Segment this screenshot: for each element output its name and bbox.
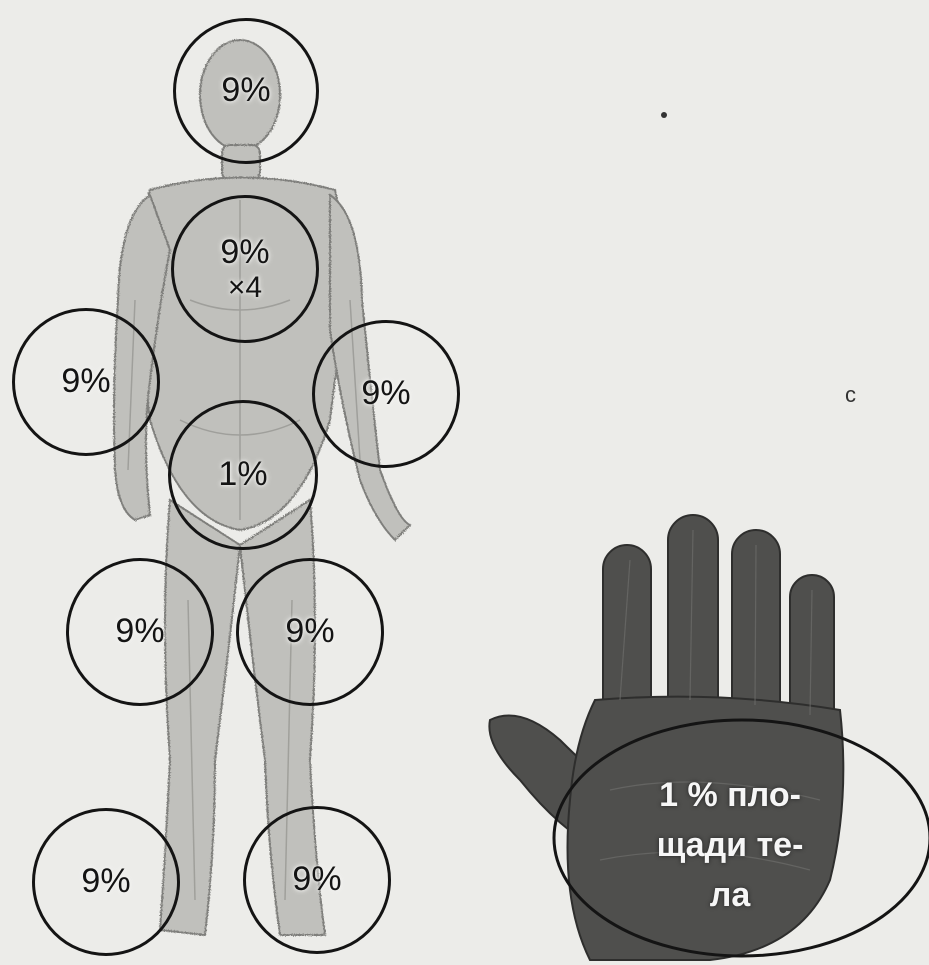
zone-left-thigh: 9% — [236, 558, 384, 706]
zone-head-value: 9% — [221, 72, 270, 109]
zone-left-arm-value: 9% — [361, 375, 410, 412]
palm-label-line-3: ла — [605, 870, 855, 920]
zone-head: 9% — [173, 18, 319, 164]
palm-label-line-1: 1 % пло- — [605, 770, 855, 820]
palm-label-line-2: щади те- — [605, 820, 855, 870]
zone-trunk-value: 9% — [220, 234, 269, 271]
zone-right-thigh-value: 9% — [115, 613, 164, 650]
zone-right-arm: 9% — [12, 308, 160, 456]
zone-right-shin: 9% — [32, 808, 180, 956]
zone-trunk-multiplier: ×4 — [228, 271, 262, 304]
zone-right-shin-value: 9% — [81, 863, 130, 900]
zone-right-arm-value: 9% — [61, 363, 110, 400]
svg-text:c: c — [845, 382, 856, 407]
zone-left-arm: 9% — [312, 320, 460, 468]
zone-perineum: 1% — [168, 400, 318, 550]
zone-left-shin-value: 9% — [292, 861, 341, 898]
zone-perineum-value: 1% — [218, 456, 267, 493]
palm-area-label: 1 % пло- щади те- ла — [605, 770, 855, 920]
zone-left-thigh-value: 9% — [285, 613, 334, 650]
zone-right-thigh: 9% — [66, 558, 214, 706]
zone-left-shin: 9% — [243, 806, 391, 954]
zone-trunk: 9% ×4 — [171, 195, 319, 343]
